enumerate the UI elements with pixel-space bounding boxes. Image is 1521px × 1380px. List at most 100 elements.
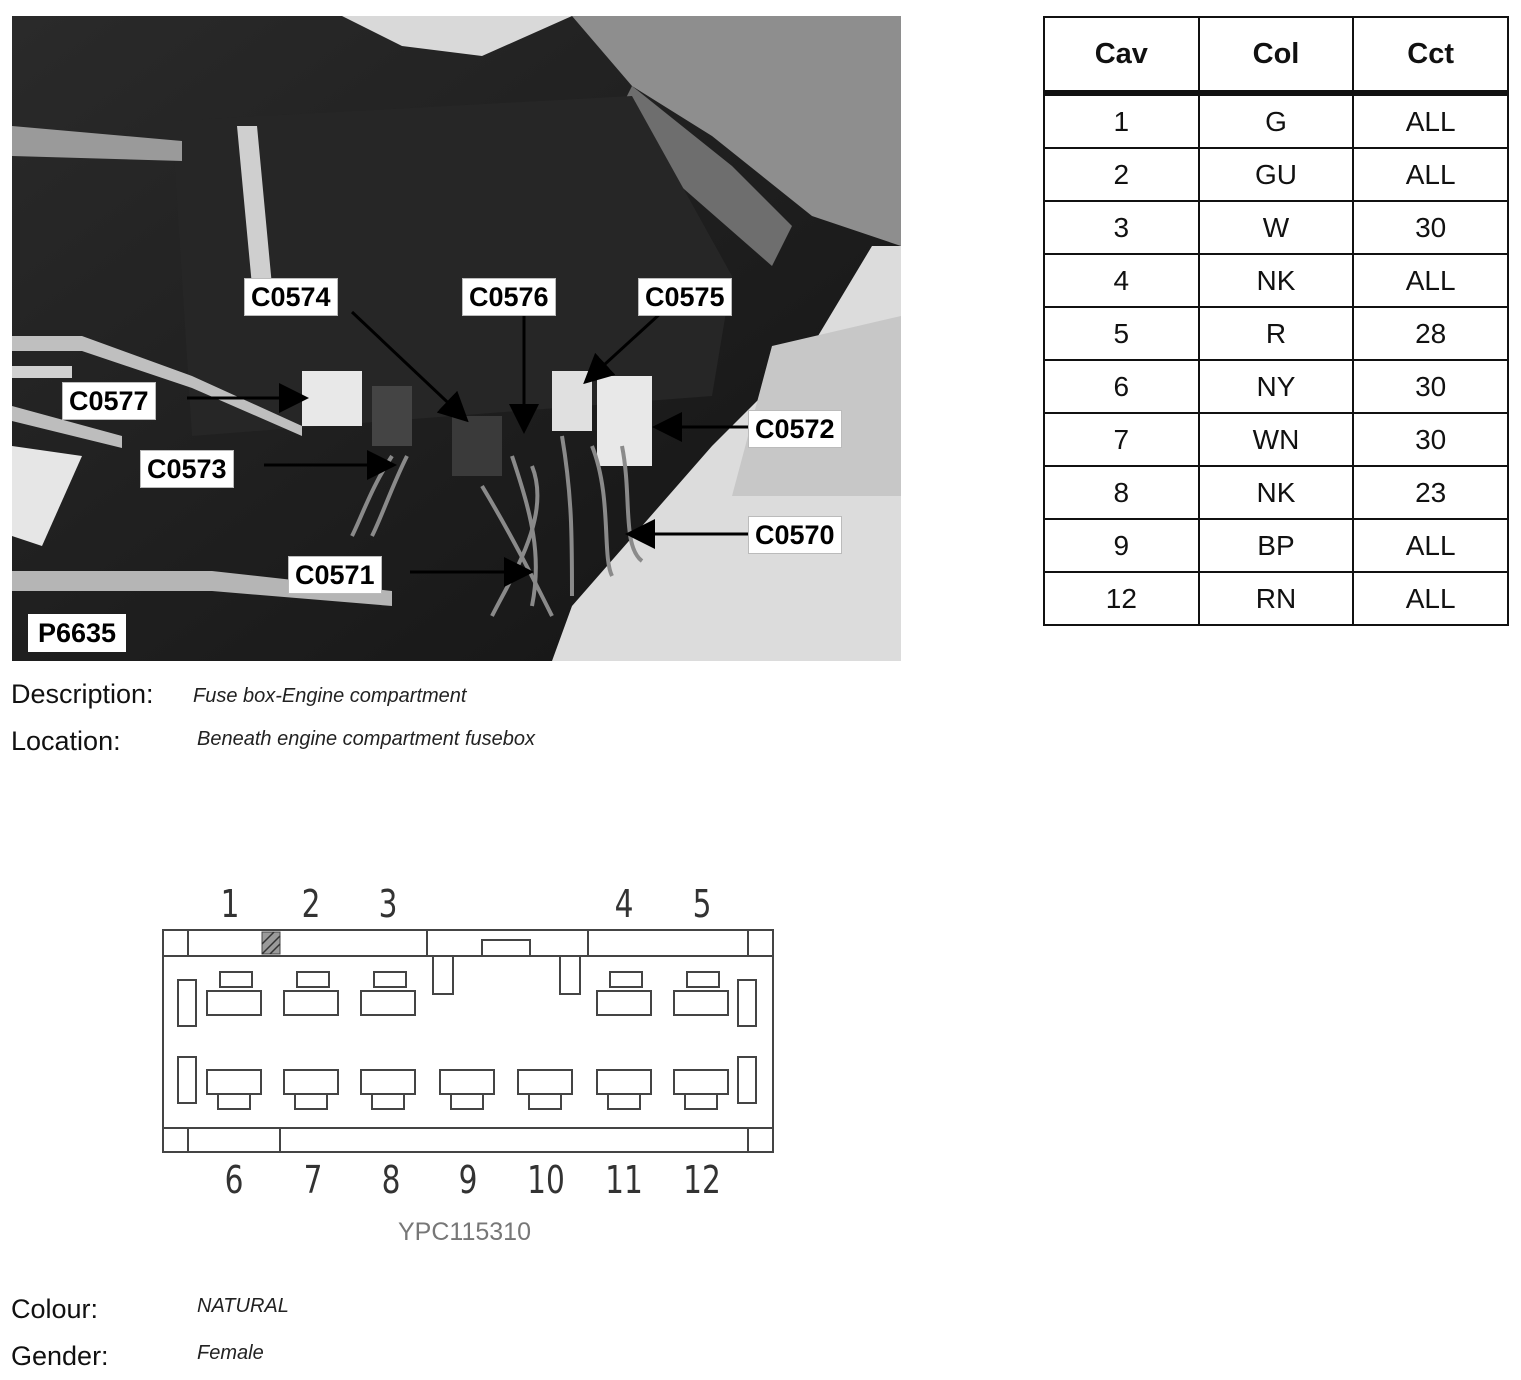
cct-cell: 30 — [1352, 200, 1509, 255]
cavity-12-socket — [673, 1069, 729, 1095]
cavity-number-11: 11 — [605, 1158, 643, 1202]
cav-cell: 4 — [1043, 253, 1200, 308]
colour-label: Colour: — [11, 1294, 99, 1324]
cavity-9-terminal — [450, 1093, 484, 1110]
header-col: Col — [1197, 16, 1355, 94]
cavity-number-9: 9 — [458, 1158, 478, 1202]
pinout-header-row: Cav Col Cct — [1043, 16, 1509, 94]
col-cell: GU — [1197, 147, 1355, 202]
cavity-8-terminal — [371, 1093, 405, 1110]
connector-location-photo: C0574 C0576 C0575 C0577 C0572 C0573 C057… — [12, 16, 901, 661]
cavity-number-2: 2 — [301, 882, 321, 926]
cav-cell: 8 — [1043, 465, 1200, 520]
connector-face-diagram — [162, 929, 774, 1153]
cavity-9-socket — [439, 1069, 495, 1095]
connector-callout-c0570: C0570 — [748, 516, 842, 554]
polarising-key-hatch — [261, 931, 281, 955]
col-cell: RN — [1197, 571, 1355, 626]
connector-callout-c0571: C0571 — [288, 556, 382, 594]
connector-callout-c0574: C0574 — [244, 278, 338, 316]
cavity-number-4: 4 — [614, 882, 634, 926]
connector-callout-c0577: C0577 — [62, 382, 156, 420]
cavity-3-socket — [360, 990, 416, 1016]
cavity-number-6: 6 — [224, 1158, 244, 1202]
cct-cell: 28 — [1352, 306, 1509, 361]
col-cell: NK — [1197, 253, 1355, 308]
photo-reference: P6635 — [28, 614, 127, 652]
cav-cell: 3 — [1043, 200, 1200, 255]
cavity-3-terminal — [373, 971, 407, 988]
col-cell: NK — [1197, 465, 1355, 520]
cavity-number-10: 10 — [527, 1158, 565, 1202]
cavity-number-12: 12 — [683, 1158, 721, 1202]
cavity-4-terminal — [609, 971, 643, 988]
cavity-number-5: 5 — [692, 882, 712, 926]
header-cct: Cct — [1352, 16, 1509, 94]
cavity-7-terminal — [294, 1093, 328, 1110]
cct-cell: 30 — [1352, 359, 1509, 414]
cct-cell: ALL — [1352, 92, 1509, 149]
table-row: 2 GU ALL — [1043, 147, 1509, 202]
connector-callout-c0576: C0576 — [462, 278, 556, 316]
cct-cell: ALL — [1352, 253, 1509, 308]
cavity-number-3: 3 — [378, 882, 398, 926]
cav-cell: 9 — [1043, 518, 1200, 573]
table-row: 4 NK ALL — [1043, 253, 1509, 308]
connector-part-number: YPC115310 — [398, 1218, 531, 1246]
cavity-1-terminal — [219, 971, 253, 988]
gender-value: Female — [197, 1342, 264, 1364]
description-label: Description: — [11, 679, 154, 709]
cavity-4-socket — [596, 990, 652, 1016]
col-cell: W — [1197, 200, 1355, 255]
cct-cell: 30 — [1352, 412, 1509, 467]
cct-cell: ALL — [1352, 147, 1509, 202]
col-cell: BP — [1197, 518, 1355, 573]
cavity-10-terminal — [528, 1093, 562, 1110]
cav-cell: 2 — [1043, 147, 1200, 202]
cct-cell: 23 — [1352, 465, 1509, 520]
cavity-11-terminal — [607, 1093, 641, 1110]
table-row: 1 G ALL — [1043, 92, 1509, 149]
cavity-number-8: 8 — [381, 1158, 401, 1202]
cavity-5-terminal — [686, 971, 720, 988]
table-row: 3 W 30 — [1043, 200, 1509, 255]
connector-callout-c0573: C0573 — [140, 450, 234, 488]
col-cell: WN — [1197, 412, 1355, 467]
cavity-2-terminal — [296, 971, 330, 988]
engine-bay-illustration — [12, 16, 901, 661]
cavity-6-socket — [206, 1069, 262, 1095]
table-row: 6 NY 30 — [1043, 359, 1509, 414]
connector-callout-c0572: C0572 — [748, 410, 842, 448]
cavity-11-socket — [596, 1069, 652, 1095]
cavity-5-socket — [673, 990, 729, 1016]
connector-housing-outline — [162, 929, 774, 1153]
location-value: Beneath engine compartment fusebox — [197, 728, 535, 750]
cav-cell: 5 — [1043, 306, 1200, 361]
header-cav: Cav — [1043, 16, 1200, 94]
table-row: 12 RN ALL — [1043, 571, 1509, 626]
cavity-number-1: 1 — [220, 882, 240, 926]
cavity-2-socket — [283, 990, 339, 1016]
connector-callout-c0575: C0575 — [638, 278, 732, 316]
cavity-8-socket — [360, 1069, 416, 1095]
cav-cell: 6 — [1043, 359, 1200, 414]
col-cell: NY — [1197, 359, 1355, 414]
colour-value: NATURAL — [197, 1295, 289, 1317]
cavity-1-socket — [206, 990, 262, 1016]
cav-cell: 7 — [1043, 412, 1200, 467]
table-row: 5 R 28 — [1043, 306, 1509, 361]
cav-cell: 12 — [1043, 571, 1200, 626]
cavity-12-terminal — [684, 1093, 718, 1110]
table-row: 9 BP ALL — [1043, 518, 1509, 573]
cavity-7-socket — [283, 1069, 339, 1095]
cavity-10-socket — [517, 1069, 573, 1095]
location-label: Location: — [11, 726, 121, 756]
table-row: 7 WN 30 — [1043, 412, 1509, 467]
table-row: 8 NK 23 — [1043, 465, 1509, 520]
gender-label: Gender: — [11, 1341, 109, 1371]
pinout-table: Cav Col Cct 1 G ALL 2 GU ALL 3 W 30 4 NK… — [1043, 16, 1509, 626]
cavity-6-terminal — [217, 1093, 251, 1110]
cav-cell: 1 — [1043, 92, 1200, 149]
cct-cell: ALL — [1352, 571, 1509, 626]
col-cell: G — [1197, 92, 1355, 149]
